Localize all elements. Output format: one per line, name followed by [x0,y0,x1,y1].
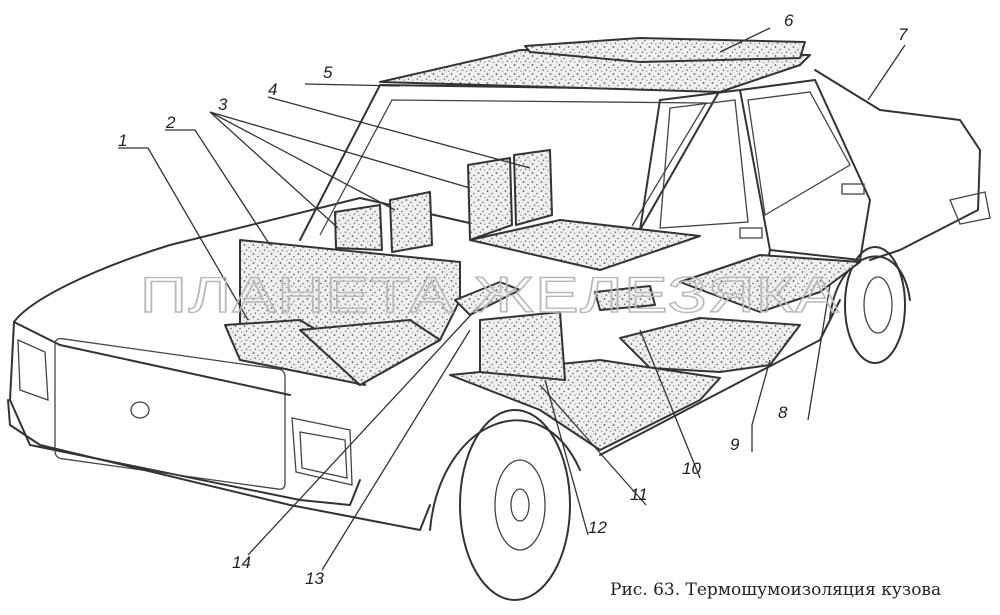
rear-door-window [747,91,851,217]
callout-6: 6 [784,11,794,30]
leader-5 [304,83,401,87]
leader-10 [639,329,701,479]
rear-bumper-end [949,191,991,225]
leader-6 [719,27,771,53]
leader-4 [267,96,531,169]
rear-body [814,69,981,261]
rear-door [739,79,871,261]
callout-5: 5 [323,63,333,82]
tunnel-pad [479,311,566,381]
front-door-window [659,99,749,229]
center-console-pad [454,281,521,316]
front-door-handle [739,227,763,239]
leader-12 [544,379,589,536]
front-fascia [9,321,361,506]
figure-caption: Рис. 63. Термошумоизоляция кузова [610,580,942,600]
rear-door-handle [841,183,865,195]
roof-panel [524,37,806,63]
leader-3c [209,111,471,189]
car-body [7,37,991,601]
callout-10: 10 [682,459,701,478]
callout-12: 12 [588,518,607,537]
front-wheel-arch [429,419,581,531]
emblem [130,401,150,419]
callout-4: 4 [268,80,277,99]
callout-1: 1 [118,131,127,150]
callout-9: 9 [730,435,740,454]
rear-seat-back-left [467,157,513,241]
callout-13: 13 [305,569,324,588]
headlight-inner [299,431,348,479]
hood [13,197,501,396]
front-seat-back-right [389,191,433,253]
front-hub [494,459,546,551]
leader-13 [321,329,471,571]
leader-7 [867,44,906,101]
front-wheel [459,409,571,601]
trunk-floor-pad [679,254,861,313]
callout-14: 14 [232,553,251,572]
callout-3: 3 [218,95,228,114]
side-sill [599,299,841,456]
hood-pad [299,319,441,386]
callout-7: 7 [898,25,908,44]
floor-strip [594,285,656,311]
leader-8 [807,284,831,421]
leader-11 [539,384,647,506]
watermark-text: ПЛАНЕТА ЖЕЛЕЗЯКА [140,267,840,323]
callout-2: 2 [165,113,176,132]
front-seat-back-left [334,204,383,251]
leader-9 [751,359,771,452]
callout-11: 11 [630,485,648,504]
left-headlight [17,338,49,401]
front-hub-center [510,488,530,522]
rear-hub [863,276,893,334]
leader-2 [165,129,271,246]
callout-8: 8 [778,403,788,422]
leader-3b [209,111,396,211]
rear-shelf-pad [469,219,701,271]
leader-14 [247,304,481,556]
rear-wheel [844,246,906,364]
front-bumper [7,399,431,531]
leader-lines [118,27,906,571]
callout-labels: 1 2 3 4 5 6 7 8 9 10 11 12 13 14 [118,11,908,588]
rear-wheel-arch [829,255,911,321]
right-headlight [291,417,353,486]
leader-3a [209,111,339,229]
rear-seat-back-right [513,149,553,226]
leader-1 [118,147,249,321]
insulation-pads [224,149,861,451]
grille [54,337,286,490]
windshield-inner [319,99,708,236]
front-floor-mat [449,359,721,451]
